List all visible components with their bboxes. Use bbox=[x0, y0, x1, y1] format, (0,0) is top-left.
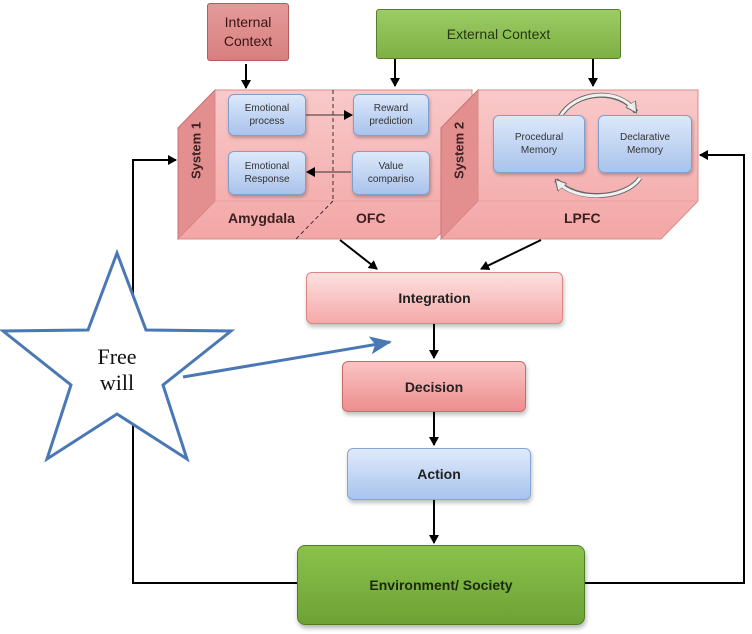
feedback-loop-right bbox=[585, 150, 745, 584]
free-will-arrow bbox=[182, 336, 392, 379]
memory-cycle-arrow-bottom-inner bbox=[556, 177, 642, 198]
lpfc-label: LPFC bbox=[564, 210, 601, 226]
arrow-system1-to-integration bbox=[339, 239, 378, 270]
amygdala-label: Amygdala bbox=[228, 210, 295, 226]
free-will-star bbox=[0, 248, 236, 463]
value-comparison-box: Value compariso bbox=[352, 151, 430, 195]
emotional-process-box: Emotional process bbox=[228, 94, 306, 136]
free-will-label: Free will bbox=[97, 344, 137, 395]
integration-box: Integration bbox=[306, 272, 563, 324]
internal-context-box: Internal Context bbox=[207, 3, 289, 61]
system1-label: System 1 bbox=[188, 121, 204, 180]
environment-society-box: Environment/ Society bbox=[297, 545, 585, 625]
ofc-label: OFC bbox=[356, 210, 386, 226]
decision-box: Decision bbox=[342, 361, 526, 412]
emotional-response-box: Emotional Response bbox=[228, 151, 306, 195]
procedural-memory-box: Procedural Memory bbox=[493, 115, 585, 173]
arrow-system2-to-integration bbox=[480, 239, 542, 271]
amygdala-ofc-divider-bottom bbox=[295, 200, 334, 240]
declarative-memory-box: Declarative Memory bbox=[598, 115, 692, 173]
system2-label: System 2 bbox=[451, 121, 467, 180]
action-box: Action bbox=[347, 448, 531, 500]
reward-prediction-box: Reward prediction bbox=[353, 94, 429, 136]
memory-cycle-arrow-top-inner bbox=[558, 93, 636, 118]
external-context-box: External Context bbox=[376, 9, 621, 59]
